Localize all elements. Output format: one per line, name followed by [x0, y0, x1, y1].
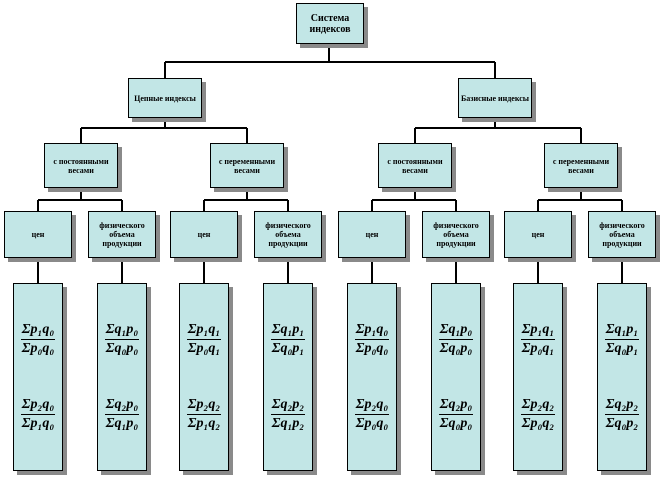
formula-denominator: Σp₀q₀: [355, 341, 389, 356]
root-node-label: Система индексов: [309, 12, 351, 35]
formula-numerator: Σp₂q₂: [186, 397, 222, 415]
index-type-label: физического объема продукции: [599, 221, 645, 248]
index-type-label: физического объема продукции: [99, 221, 145, 248]
base-indices-label: Базисные индексы: [460, 93, 530, 103]
index-type-label: физического объема продукции: [433, 221, 479, 248]
formula-denominator: Σp₁q₀: [21, 416, 55, 431]
formula-numerator: Σp₂q₂: [520, 397, 556, 415]
formula-numerator: Σq₁p₁: [604, 322, 640, 340]
index-type-node: физического объема продукции: [422, 211, 490, 258]
formula-denominator: Σp₀q₀: [21, 341, 55, 356]
formula-denominator: Σq₀p₂: [605, 416, 639, 431]
weights-node: с переменными весами: [210, 143, 284, 188]
chain-indices-node: Цепные индексы: [128, 78, 202, 118]
index-type-node: цен: [170, 211, 238, 258]
formula-numerator: Σp₂q₀: [354, 397, 390, 415]
chain-indices-label: Цепные индексы: [134, 93, 196, 103]
formula-denominator: Σq₁p₀: [105, 416, 139, 431]
index-type-label: физического объема продукции: [265, 221, 311, 248]
weights-node-label: с переменными весами: [552, 156, 610, 175]
formula-numerator: Σp₁q₀: [20, 322, 56, 340]
weights-node-label: с постоянными весами: [387, 156, 443, 175]
formula-numerator: Σp₁q₁: [520, 322, 556, 340]
weights-node-label: с постоянными весами: [53, 156, 109, 175]
formula-numerator: Σp₁q₁: [186, 322, 222, 340]
formula-denominator: Σp₀q₁: [521, 341, 555, 356]
formula-denominator: Σp₁q₂: [187, 416, 221, 431]
index-type-label: цен: [197, 230, 211, 239]
formula-numerator: Σp₁q₀: [354, 322, 390, 340]
formula-numerator: Σq₁p₀: [104, 322, 140, 340]
formula-numerator: Σq₁p₀: [438, 322, 474, 340]
index-type-node: физического объема продукции: [88, 211, 156, 258]
formula-numerator: Σq₂p₂: [270, 397, 306, 415]
index-type-label: цен: [31, 230, 45, 239]
formula-denominator: Σp₀q₁: [187, 341, 221, 356]
index-type-node: цен: [4, 211, 72, 258]
base-indices-node: Базисные индексы: [458, 78, 532, 118]
index-type-label: цен: [365, 230, 379, 239]
formula-denominator: Σq₁p₂: [271, 416, 305, 431]
root-node: Система индексов: [296, 3, 364, 44]
formula-numerator: Σq₂p₂: [604, 397, 640, 415]
weights-node: с постоянными весами: [44, 143, 118, 188]
index-type-node: цен: [338, 211, 406, 258]
formula-numerator: Σq₂p₀: [104, 397, 140, 415]
formula-denominator: Σq₀p₀: [439, 341, 473, 356]
weights-node: с постоянными весами: [378, 143, 452, 188]
weights-node-label: с переменными весами: [218, 156, 276, 175]
formula-denominator: Σq₀p₁: [605, 341, 639, 356]
formula-numerator: Σq₂p₀: [438, 397, 474, 415]
formula-denominator: Σq₀p₁: [271, 341, 305, 356]
index-type-node: цен: [504, 211, 572, 258]
formula-denominator: Σp₀q₂: [521, 416, 555, 431]
formula-denominator: Σq₀p₀: [439, 416, 473, 431]
formula-numerator: Σp₂q₀: [20, 397, 56, 415]
index-type-label: цен: [531, 230, 545, 239]
index-type-node: физического объема продукции: [254, 211, 322, 258]
formula-denominator: Σp₀q₀: [355, 416, 389, 431]
weights-node: с переменными весами: [544, 143, 618, 188]
formula-numerator: Σq₁p₁: [270, 322, 306, 340]
index-type-node: физического объема продукции: [588, 211, 656, 258]
formula-denominator: Σq₀p₀: [105, 341, 139, 356]
